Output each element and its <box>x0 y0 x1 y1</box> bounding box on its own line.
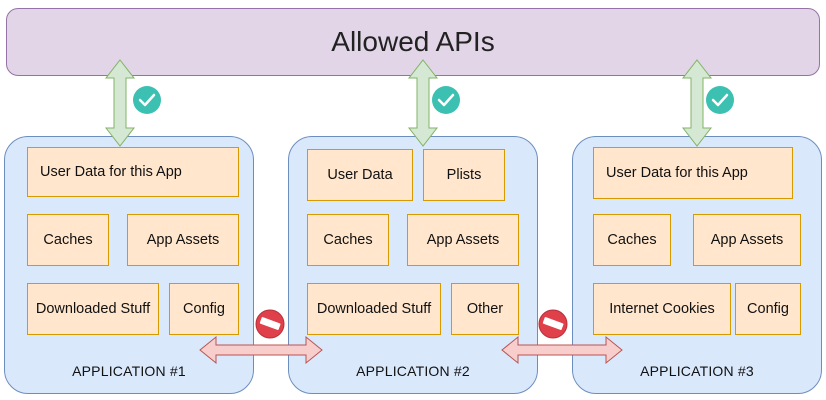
app2-caches-box: Caches <box>307 214 389 266</box>
app1-caches-box: Caches <box>27 214 109 266</box>
box-label: Other <box>466 301 504 317</box>
app3-label: APPLICATION #3 <box>640 363 754 379</box>
app3-config-box: Config <box>735 283 801 335</box>
app3-cookies-box: Internet Cookies <box>593 283 731 335</box>
no-entry-icon <box>255 309 285 339</box>
allowed-arrow-3 <box>681 59 713 147</box>
box-label: Plists <box>446 167 482 183</box>
box-label: Internet Cookies <box>609 301 715 317</box>
blocked-arrow-2-3 <box>501 335 623 365</box>
box-label: Caches <box>323 232 373 248</box>
box-label: User Data for this App <box>606 165 748 181</box>
box-label: Caches <box>607 232 657 248</box>
box-label: App Assets <box>710 232 784 248</box>
app1-downloaded-box: Downloaded Stuff <box>27 283 159 335</box>
app2-plists-box: Plists <box>423 149 505 201</box>
app1-config-box: Config <box>169 283 239 335</box>
box-label: App Assets <box>146 232 220 248</box>
box-label: Downloaded Stuff <box>35 301 151 317</box>
allowed-apis-bar: Allowed APIs <box>6 8 820 76</box>
box-label: App Assets <box>426 232 500 248</box>
blocked-arrow-1-2 <box>199 335 323 365</box>
box-label: Config <box>747 301 789 317</box>
check-circle-icon <box>133 86 161 114</box>
box-label: User Data for this App <box>40 164 182 180</box>
app1-user-data-box: User Data for this App <box>27 147 239 197</box>
app3-user-data-box: User Data for this App <box>593 147 793 199</box>
check-circle-icon <box>432 86 460 114</box>
app2-user-data-box: User Data <box>307 149 413 201</box>
allowed-arrow-2 <box>407 59 439 147</box>
app2-label: APPLICATION #2 <box>356 363 470 379</box>
application-2-container: User Data Plists Caches App Assets Downl… <box>288 136 538 394</box>
no-entry-icon <box>538 309 568 339</box>
allowed-arrow-1 <box>104 59 136 147</box>
app2-assets-box: App Assets <box>407 214 519 266</box>
app2-other-box: Other <box>451 283 519 335</box>
allowed-apis-title: Allowed APIs <box>331 26 495 57</box>
app1-label: APPLICATION #1 <box>72 363 186 379</box>
app1-assets-box: App Assets <box>127 214 239 266</box>
app3-caches-box: Caches <box>593 214 671 266</box>
box-label: Downloaded Stuff <box>316 301 432 317</box>
box-label: Caches <box>43 232 93 248</box>
box-label: User Data <box>327 167 393 183</box>
box-label: Config <box>183 301 225 317</box>
check-circle-icon <box>706 86 734 114</box>
application-3-container: User Data for this App Caches App Assets… <box>572 136 822 394</box>
app2-downloaded-box: Downloaded Stuff <box>307 283 441 335</box>
app3-assets-box: App Assets <box>693 214 801 266</box>
